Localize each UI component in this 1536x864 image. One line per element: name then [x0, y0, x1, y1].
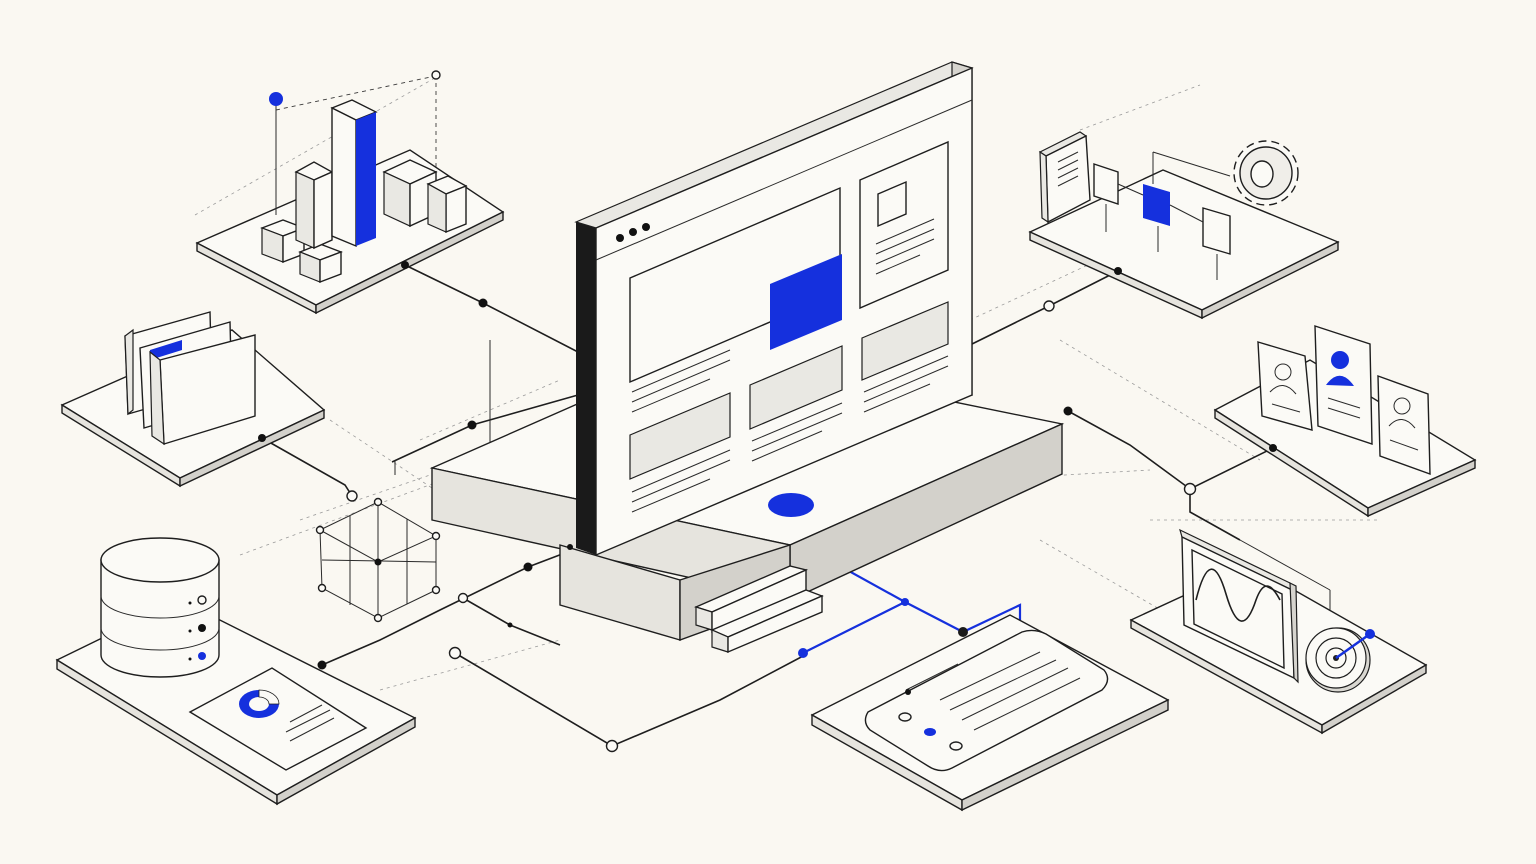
- accent-block: [770, 254, 842, 350]
- content-block: [749, 345, 843, 430]
- donut-chart-icon: [239, 689, 280, 718]
- user-profile-icon: [1257, 341, 1313, 431]
- window-control-dot: [629, 228, 637, 236]
- folder-icon: [124, 311, 256, 446]
- workflow-step-active: [1143, 184, 1170, 226]
- workflow-step: [1093, 163, 1119, 205]
- platform-node: [768, 493, 814, 517]
- window-control-dot: [642, 223, 650, 231]
- form-plate: [810, 614, 1170, 812]
- waveform-monitor-icon: [1179, 528, 1299, 684]
- user-profile-icon: [1314, 325, 1373, 445]
- workflow-step: [1202, 207, 1231, 255]
- chart-pin-marker: [269, 92, 283, 106]
- user-profile-icon: [1377, 374, 1431, 476]
- sidebar-card: [859, 140, 949, 310]
- browser-window: [574, 61, 974, 557]
- window-controls: [616, 223, 650, 242]
- document-icon: [1038, 131, 1091, 224]
- content-block: [861, 301, 949, 381]
- users-plate: [1063, 325, 1477, 518]
- analytics-plate: [1129, 528, 1428, 735]
- connectors: [261, 264, 1274, 747]
- workflow-plate: [1028, 131, 1340, 320]
- steps-icon: [694, 565, 824, 654]
- target-icon: [1305, 627, 1375, 693]
- connector-nodes: [346, 298, 968, 753]
- database-icon: [100, 537, 220, 678]
- form-card-icon: [864, 629, 1109, 772]
- bar-chart-icon: [260, 70, 468, 284]
- report-card: [188, 667, 368, 771]
- bar-chart-plate: [195, 70, 505, 315]
- sidebar-image: [877, 180, 907, 228]
- folders-plate: [60, 311, 326, 488]
- cube-wireframe-icon: [315, 497, 441, 623]
- content-block: [629, 392, 731, 480]
- window-control-dot: [616, 234, 624, 242]
- gear-icon: [1233, 140, 1299, 206]
- database-plate: [55, 537, 417, 806]
